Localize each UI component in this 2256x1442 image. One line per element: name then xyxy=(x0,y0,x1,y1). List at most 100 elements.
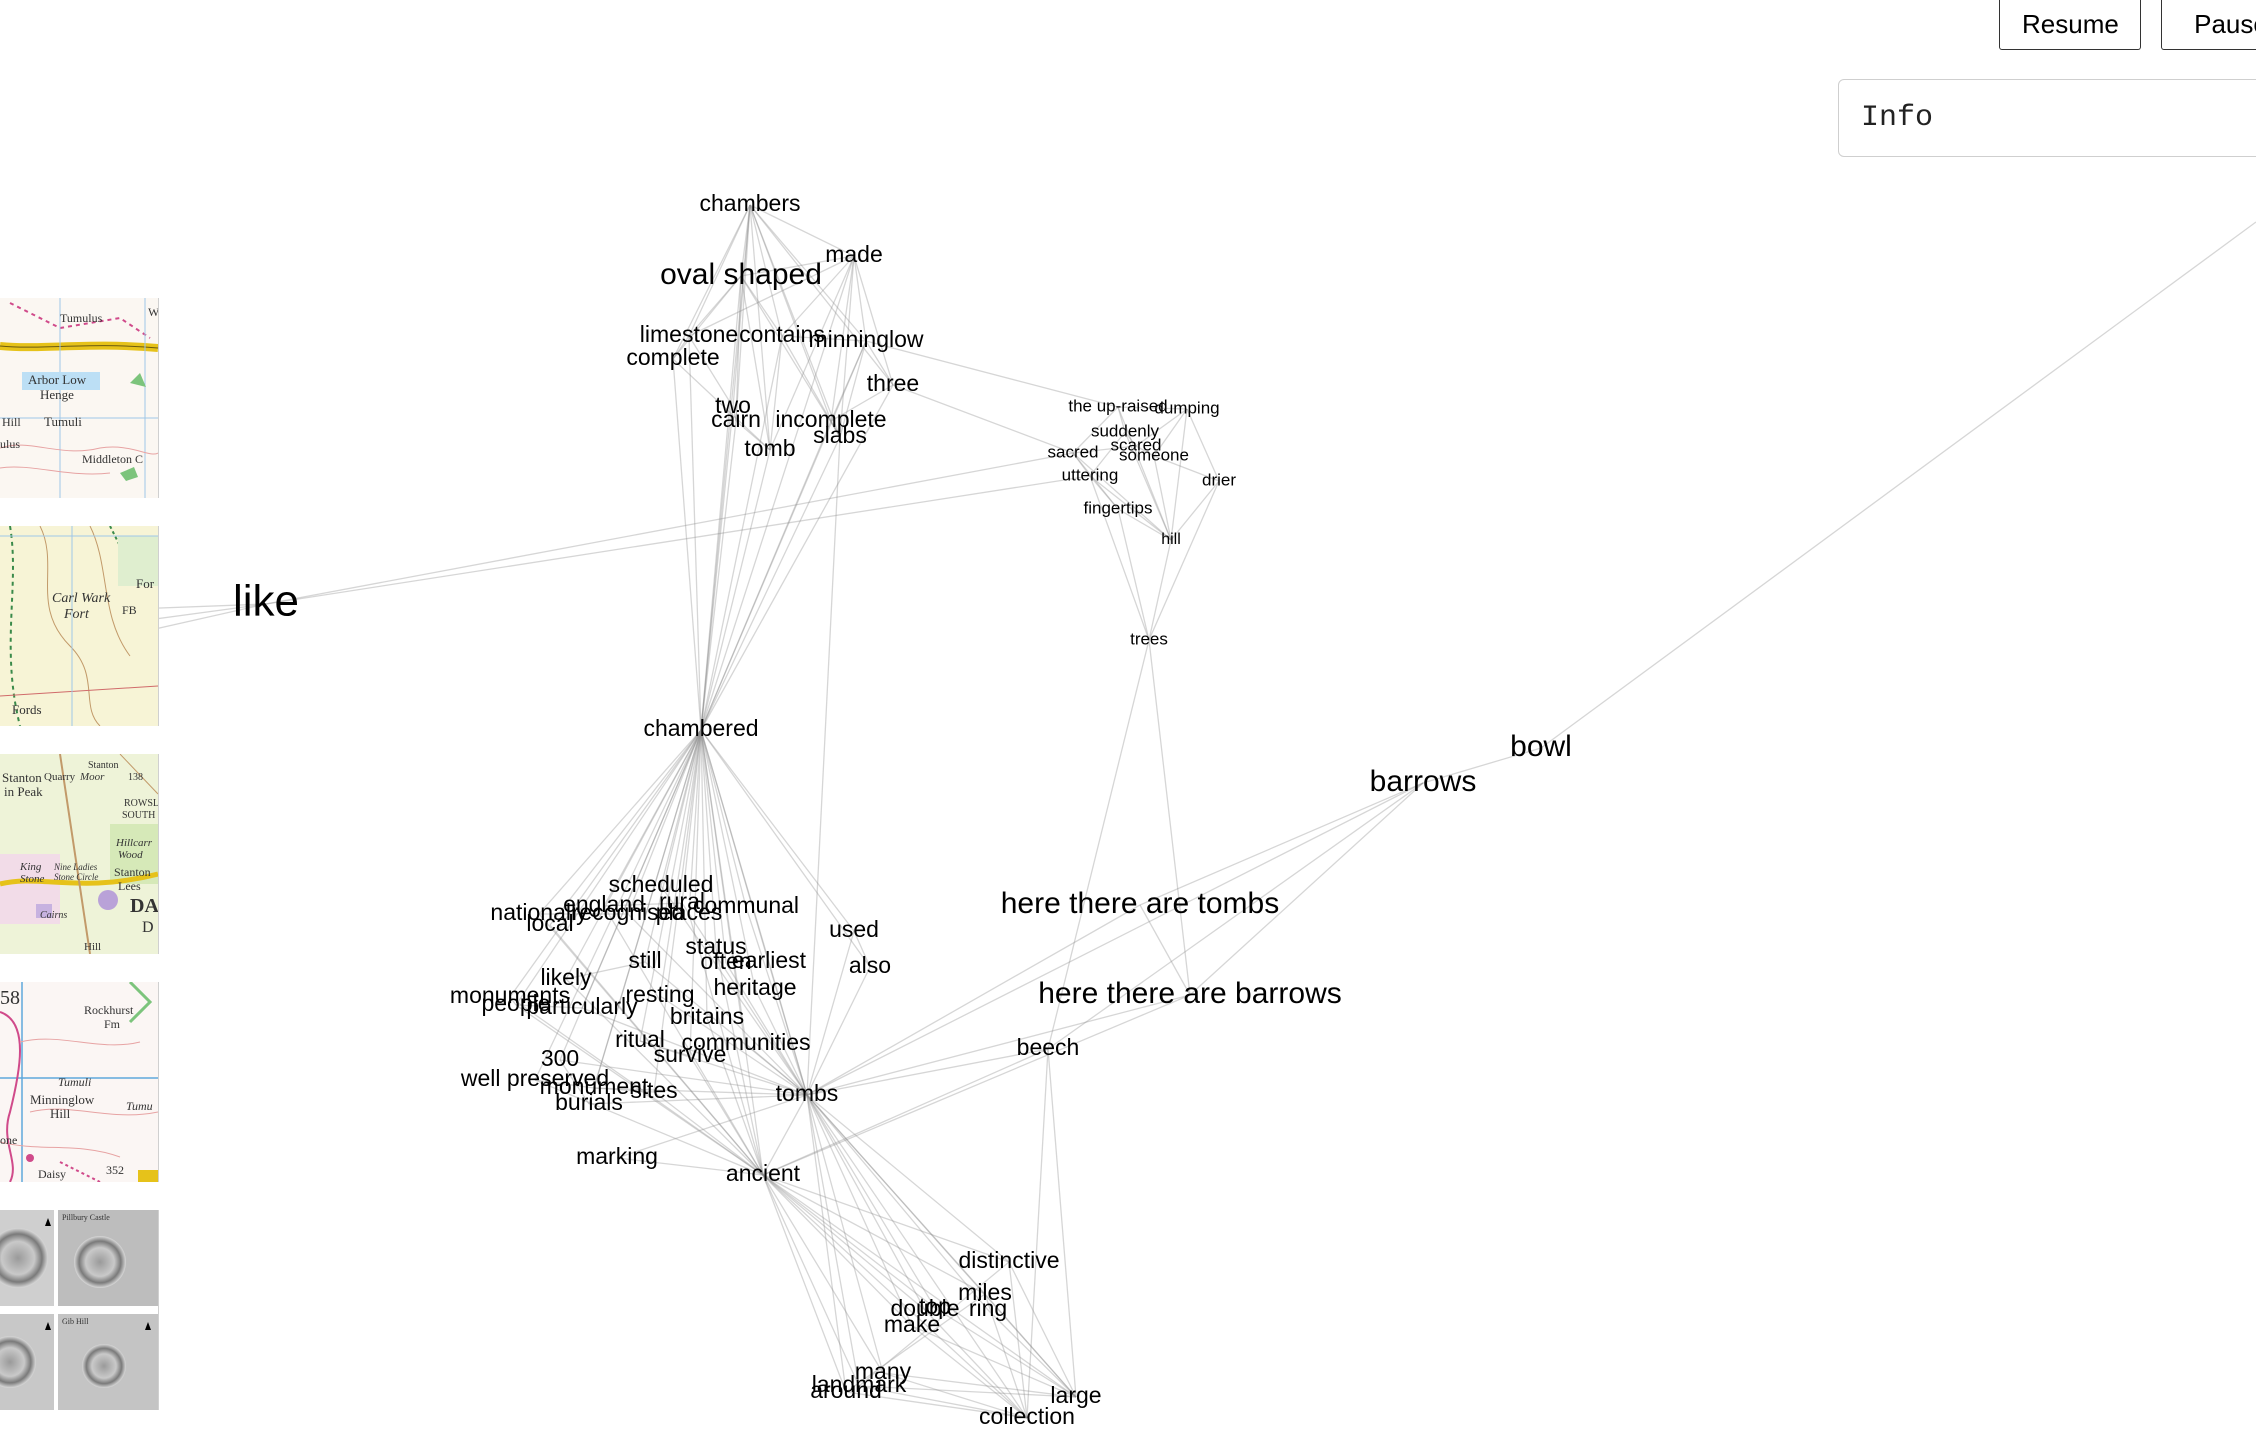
node-local[interactable]: local xyxy=(526,910,573,936)
node-barrows[interactable]: barrows xyxy=(1370,765,1477,798)
node-rural[interactable]: rural xyxy=(659,888,705,914)
node-hill[interactable]: hill xyxy=(1161,531,1181,548)
node-britains[interactable]: britains xyxy=(670,1003,744,1029)
node-double[interactable]: double xyxy=(890,1295,959,1321)
node-places[interactable]: places xyxy=(656,899,722,925)
node-burials[interactable]: burials xyxy=(555,1089,623,1115)
node-fingertips[interactable]: fingertips xyxy=(1084,498,1153,517)
node-monument[interactable]: monument xyxy=(540,1073,649,1099)
edge-made-minninglow xyxy=(853,255,867,342)
edge-marking-ancient xyxy=(616,1157,764,1176)
node-heritage[interactable]: heritage xyxy=(713,974,796,1000)
node-drier[interactable]: drier xyxy=(1202,470,1236,489)
node-like[interactable]: like xyxy=(233,577,299,626)
node-survive[interactable]: survive xyxy=(654,1041,727,1067)
node-scared[interactable]: scared xyxy=(1110,435,1161,454)
map-tile-carl-wark[interactable]: Carl Wark Fort FB Fords For xyxy=(0,526,159,726)
node-england[interactable]: england xyxy=(563,891,645,917)
map-tile-stanton[interactable]: Stanton in Peak Quarry Stanton Moor 138 … xyxy=(0,754,159,954)
node-beech[interactable]: beech xyxy=(1017,1034,1080,1060)
node-sites[interactable]: sites xyxy=(630,1077,677,1103)
node-here-there-are-barrows[interactable]: here there are barrows xyxy=(1038,977,1342,1010)
node-around[interactable]: around xyxy=(810,1377,882,1403)
node-ritual[interactable]: ritual xyxy=(615,1026,665,1052)
node-nationally[interactable]: nationally xyxy=(490,899,588,925)
node-people[interactable]: people xyxy=(481,990,550,1016)
edge-people-particularly xyxy=(515,1004,583,1009)
edge-miles-collection xyxy=(984,1293,1028,1419)
edge-chambers-incomplete xyxy=(749,204,832,422)
node-oval-shaped[interactable]: oval shaped xyxy=(660,258,822,291)
node-make[interactable]: make xyxy=(884,1311,940,1337)
node-complete[interactable]: complete xyxy=(626,344,719,370)
node-tombs[interactable]: tombs xyxy=(776,1080,839,1106)
node-landmark[interactable]: landmark xyxy=(812,1371,907,1397)
node-earliest[interactable]: earliest xyxy=(732,947,807,973)
edge-dumping-scared xyxy=(1135,408,1188,447)
map-tile-lidar[interactable]: Pillbury Castle Gib Hill xyxy=(0,1210,159,1410)
node-slabs[interactable]: slabs xyxy=(813,422,867,448)
node-miles[interactable]: miles xyxy=(958,1279,1012,1305)
node-collection[interactable]: collection xyxy=(979,1403,1075,1429)
node-well-preserved[interactable]: well preserved xyxy=(460,1065,609,1091)
edge-chambered-used xyxy=(700,729,855,932)
node-ring[interactable]: ring xyxy=(969,1295,1007,1321)
node-dumping[interactable]: dumping xyxy=(1154,398,1219,417)
node-often[interactable]: often xyxy=(700,948,751,974)
node-communal[interactable]: communal xyxy=(693,892,799,918)
node-uttering[interactable]: uttering xyxy=(1062,465,1119,484)
node-large[interactable]: large xyxy=(1050,1382,1101,1408)
node-status[interactable]: status xyxy=(685,933,746,959)
resume-button[interactable]: Resume xyxy=(1999,0,2141,50)
node-likely[interactable]: likely xyxy=(540,964,592,990)
edge-chambered-also xyxy=(700,729,871,968)
node-made[interactable]: made xyxy=(825,241,883,267)
node-communities[interactable]: communities xyxy=(681,1029,810,1055)
node-monuments[interactable]: monuments xyxy=(450,982,570,1008)
node-many[interactable]: many xyxy=(855,1358,912,1384)
map-tile-arbor-low[interactable]: Tumulus Arbor Low Henge Tumuli Hill ulus… xyxy=(0,298,159,498)
node-contains[interactable]: contains xyxy=(739,321,825,347)
pause-button[interactable]: Pause xyxy=(2161,0,2256,50)
node-cairn[interactable]: cairn xyxy=(711,406,761,432)
node-sacred[interactable]: sacred xyxy=(1047,442,1098,461)
node-here-there-are-tombs[interactable]: here there are tombs xyxy=(1001,887,1279,920)
node-chambered[interactable]: chambered xyxy=(643,715,758,741)
map-tile-minninglow[interactable]: 58 Rockhurst Fm Tumuli Minninglow Hill T… xyxy=(0,982,159,1182)
node-also[interactable]: also xyxy=(849,952,891,978)
info-panel[interactable]: Info xyxy=(1838,79,2256,157)
node-ancient[interactable]: ancient xyxy=(726,1160,801,1186)
node-bowl[interactable]: bowl xyxy=(1510,730,1572,763)
edge-the_up_raised-hill xyxy=(1117,406,1172,541)
node-still[interactable]: still xyxy=(628,947,661,973)
node-three[interactable]: three xyxy=(867,370,919,396)
node-marking[interactable]: marking xyxy=(576,1143,658,1169)
node-two[interactable]: two xyxy=(715,392,751,418)
node-minninglow[interactable]: minninglow xyxy=(808,326,923,352)
edge-bowl-barrows xyxy=(1422,747,1542,784)
node-particularly[interactable]: particularly xyxy=(526,993,638,1019)
node-the-up-raised[interactable]: the up-raised xyxy=(1068,396,1167,415)
node-tomb[interactable]: tomb xyxy=(744,435,795,461)
node-someone[interactable]: someone xyxy=(1119,445,1189,464)
node-trees[interactable]: trees xyxy=(1130,629,1168,648)
node-scheduled[interactable]: scheduled xyxy=(609,871,714,897)
node-top[interactable]: top xyxy=(919,1293,951,1319)
node-resting[interactable]: resting xyxy=(625,981,694,1007)
edge-distinctive-collection xyxy=(1008,1261,1028,1419)
edge-burials-tombs xyxy=(588,1094,808,1105)
map-label: Rockhurst xyxy=(84,1003,134,1017)
node-used[interactable]: used xyxy=(829,916,879,942)
node-suddenly[interactable]: suddenly xyxy=(1091,421,1160,440)
node-incomplete[interactable]: incomplete xyxy=(775,406,886,432)
node-chambers[interactable]: chambers xyxy=(700,190,801,216)
node-limestone[interactable]: limestone xyxy=(640,321,738,347)
edge-chambered-burials xyxy=(588,729,702,1105)
edge-chambers-chambered xyxy=(700,204,751,731)
node-recognised[interactable]: recognised xyxy=(572,899,685,925)
node-n300[interactable]: 300 xyxy=(541,1045,579,1071)
node-distinctive[interactable]: distinctive xyxy=(959,1247,1060,1273)
